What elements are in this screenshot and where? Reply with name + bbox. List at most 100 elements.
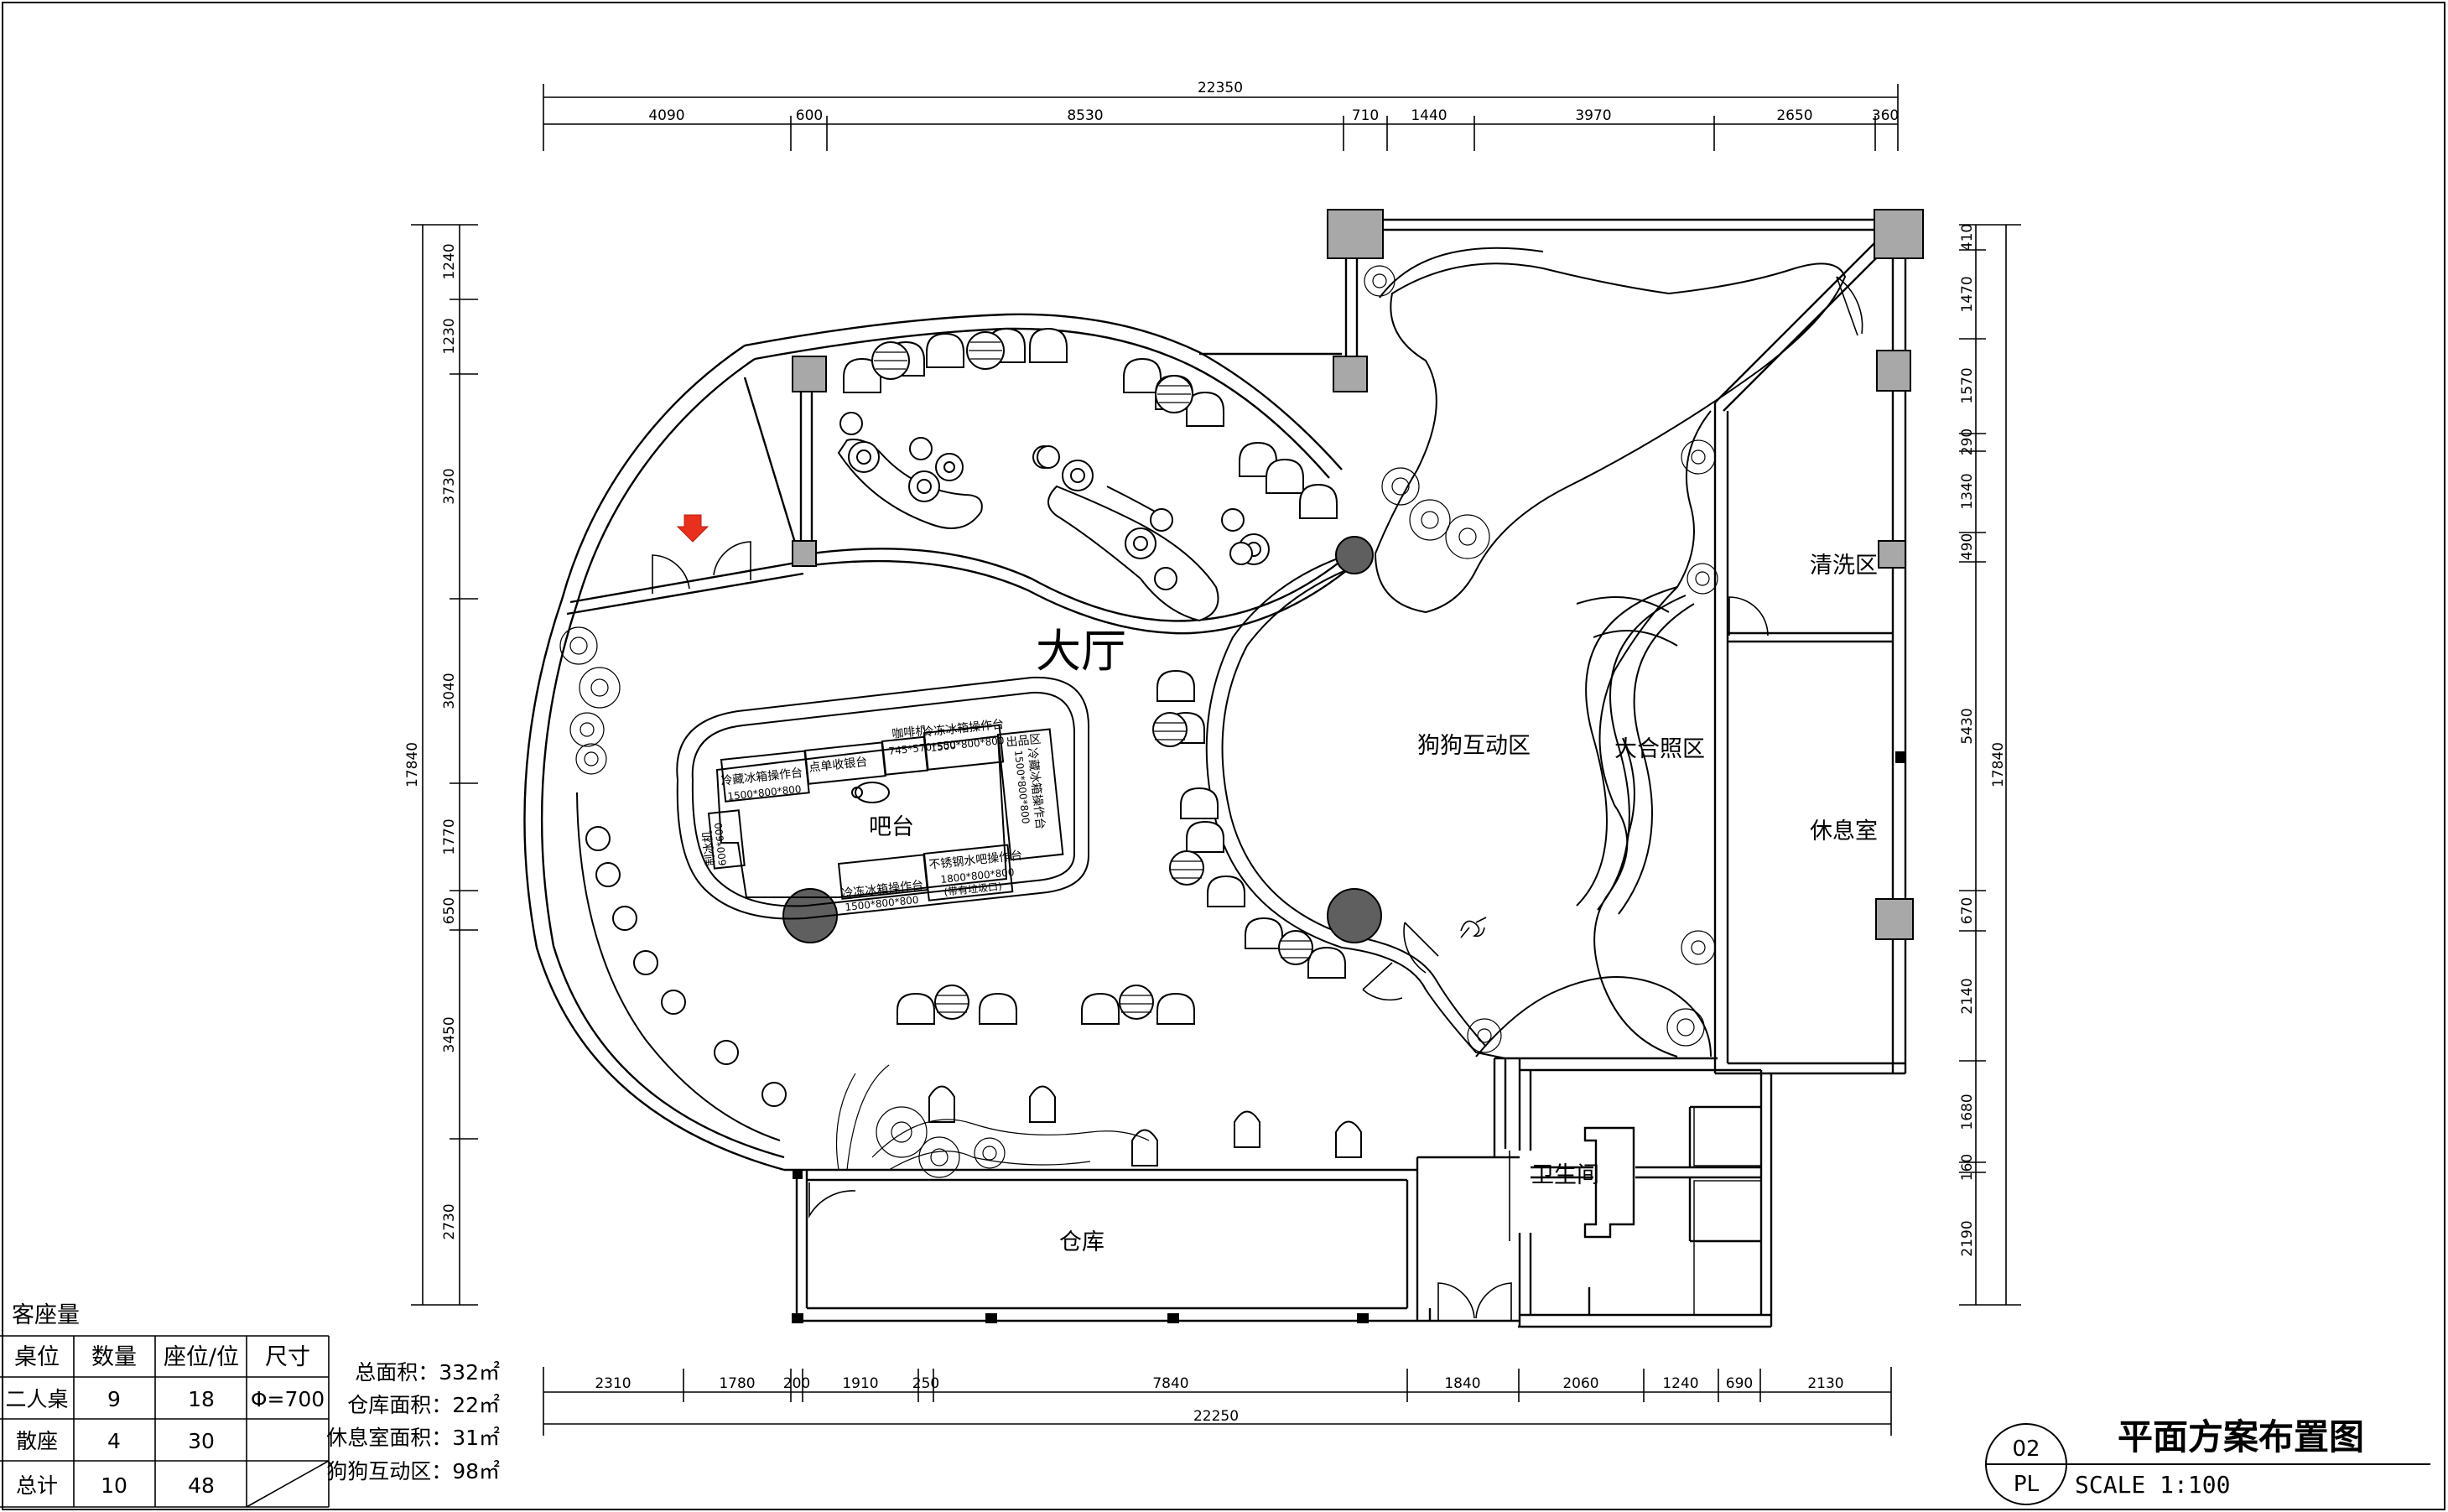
drawing-title: 平面方案布置图 xyxy=(2118,1416,2364,1457)
dim-right-total: 17840 xyxy=(1990,742,2007,787)
lounge-furniture xyxy=(837,327,1338,622)
toilet-stalls xyxy=(1693,1106,1762,1316)
seating-cell: 总计 xyxy=(16,1473,58,1498)
dim-right-9: 2140 xyxy=(1959,978,1976,1014)
seating-cell: 9 xyxy=(107,1387,121,1411)
seating-cell: 18 xyxy=(188,1387,215,1411)
dim-top-2: 600 xyxy=(796,107,823,124)
hall-furniture xyxy=(576,669,1362,1166)
doors xyxy=(652,276,1863,1321)
table-stripes-hall xyxy=(935,722,1312,1013)
dim-right-10: 1680 xyxy=(1959,1094,1976,1130)
dim-left-2: 1230 xyxy=(441,318,458,354)
seating-cell: 4 xyxy=(107,1429,121,1453)
area-dog: 狗狗互动区：98㎡ xyxy=(326,1459,500,1483)
dim-bottom-5: 250 xyxy=(912,1375,939,1392)
equip-size: 600*600 xyxy=(713,822,729,866)
dim-bottom-9: 1240 xyxy=(1662,1375,1698,1392)
seating-cell: 48 xyxy=(188,1473,215,1498)
dim-left-1: 1240 xyxy=(441,243,458,279)
area-storage: 仓库面积：22㎡ xyxy=(347,1393,500,1417)
dim-right-1: 410 xyxy=(1959,224,1976,251)
dim-bottom-10: 690 xyxy=(1726,1375,1753,1392)
seating-header: 尺寸 xyxy=(265,1344,310,1370)
dim-left-3: 3730 xyxy=(441,468,458,504)
dim-bottom-8: 2060 xyxy=(1562,1375,1598,1392)
room-label-dog-area: 狗狗互动区 xyxy=(1417,733,1531,759)
structural-columns xyxy=(792,209,1924,940)
dim-bottom-11: 2130 xyxy=(1807,1375,1843,1392)
dog-area-curves xyxy=(1205,247,1847,1059)
seating-cell: 二人桌 xyxy=(5,1387,68,1411)
dim-right-5: 1340 xyxy=(1959,473,1976,509)
dim-top-1: 4090 xyxy=(648,107,684,124)
equip-label: 咖啡机 xyxy=(891,725,928,741)
equip-label: 出品区 xyxy=(1006,733,1042,750)
room-label-toilet: 卫生间 xyxy=(1531,1162,1599,1188)
dim-left-8: 2730 xyxy=(441,1203,458,1239)
dim-right-7: 5430 xyxy=(1959,708,1976,744)
seating-cell: 散座 xyxy=(16,1429,58,1453)
seating-table xyxy=(0,1335,330,1508)
dim-right-11: 160 xyxy=(1959,1154,1976,1181)
plants xyxy=(559,265,1718,1178)
drawing-scale: SCALE 1:100 xyxy=(2075,1471,2230,1499)
dim-top-6: 3970 xyxy=(1575,107,1611,124)
room-label-lounge: 休息室 xyxy=(1810,818,1878,844)
dim-bottom-2: 1780 xyxy=(719,1375,755,1392)
bar-counter xyxy=(676,676,1090,920)
dim-left-7: 3450 xyxy=(441,1016,458,1052)
room-label-hall: 大厅 xyxy=(1036,625,1126,678)
sheet-number: 02 xyxy=(2012,1437,2040,1462)
seating-title: 客座量 xyxy=(12,1302,80,1328)
dim-left-6: 650 xyxy=(441,897,458,924)
area-total: 总面积：332㎡ xyxy=(355,1360,500,1385)
room-label-group-photo: 大合照区 xyxy=(1614,736,1705,762)
title-block xyxy=(1985,1423,2430,1505)
dim-left-5: 1770 xyxy=(441,818,458,855)
equip-note: (带有垃圾口) xyxy=(943,880,1003,898)
sheet-code: PL xyxy=(2014,1472,2040,1497)
dim-left-total: 17840 xyxy=(404,742,421,787)
room-label-storage: 仓库 xyxy=(1059,1229,1104,1255)
dim-right-8: 670 xyxy=(1959,897,1976,924)
entrance-arrow-icon xyxy=(676,514,709,543)
walls xyxy=(523,216,1907,1328)
dim-right-2: 1470 xyxy=(1959,276,1976,312)
seating-header: 桌位 xyxy=(14,1344,60,1370)
dim-top-3: 8530 xyxy=(1067,107,1103,124)
seating-header: 座位/位 xyxy=(164,1344,239,1370)
dim-left-4: 3040 xyxy=(441,673,458,709)
dim-top-7: 2650 xyxy=(1776,107,1812,124)
dim-bottom-4: 1910 xyxy=(842,1375,878,1392)
dog-icon xyxy=(1460,917,1487,938)
dim-bottom-6: 7840 xyxy=(1152,1375,1188,1392)
dim-right-6: 490 xyxy=(1959,533,1976,560)
room-label-bar: 吧台 xyxy=(869,814,914,840)
dim-top-8: 360 xyxy=(1872,107,1899,124)
seating-cell: Φ=700 xyxy=(251,1387,325,1411)
dim-top-5: 1440 xyxy=(1411,107,1447,124)
area-lounge: 休息室面积：31㎡ xyxy=(326,1426,500,1450)
dim-bottom-7: 1840 xyxy=(1444,1375,1480,1392)
seating-cell: 30 xyxy=(188,1429,215,1453)
seating-cell: 10 xyxy=(101,1473,127,1498)
dimension-lines xyxy=(411,84,2021,1436)
equip-label: 点单收银台 xyxy=(808,756,868,775)
dim-right-4: 290 xyxy=(1959,429,1976,455)
dim-top-4: 710 xyxy=(1352,107,1379,124)
round-pillars xyxy=(782,536,1382,943)
dim-bottom-total: 22250 xyxy=(1193,1408,1239,1425)
window-markers xyxy=(792,751,1905,1323)
equip-label: 制冰机 xyxy=(701,830,718,866)
room-label-wash: 清洗区 xyxy=(1810,553,1878,579)
dim-bottom-1: 2310 xyxy=(595,1375,631,1392)
dim-top-total: 22350 xyxy=(1198,80,1243,96)
dim-right-3: 1570 xyxy=(1959,367,1976,403)
seating-header: 数量 xyxy=(91,1344,137,1370)
dim-right-12: 2190 xyxy=(1959,1220,1976,1256)
table-stripes-top xyxy=(874,341,1191,403)
dim-bottom-3: 200 xyxy=(783,1375,810,1392)
